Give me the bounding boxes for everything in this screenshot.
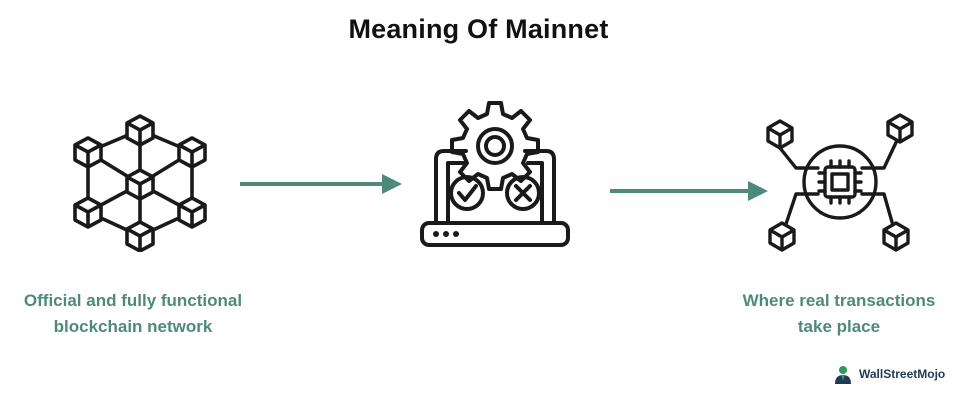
brand-name: WallStreetMojo	[859, 367, 946, 381]
page-title: Meaning Of Mainnet	[348, 14, 609, 44]
caption-line: take place	[797, 317, 881, 336]
caption-blockchain-network: Official and fully functional blockchain…	[0, 288, 266, 340]
caption-real-transactions: Where real transactions take place	[716, 288, 957, 340]
arrow-right-icon	[610, 181, 768, 201]
blockchain-network-icon	[73, 114, 207, 252]
caption-line: Where real transactions	[742, 291, 936, 310]
arrow-right-icon	[240, 174, 402, 194]
chip-network-icon	[766, 113, 914, 252]
caption-line: blockchain network	[53, 317, 213, 336]
laptop-gear-check-cross-icon	[420, 101, 570, 247]
brand-logo: WallStreetMojo	[832, 362, 945, 386]
caption-line: Official and fully functional	[23, 291, 243, 310]
wallstreetmojo-logo-icon	[835, 366, 851, 384]
